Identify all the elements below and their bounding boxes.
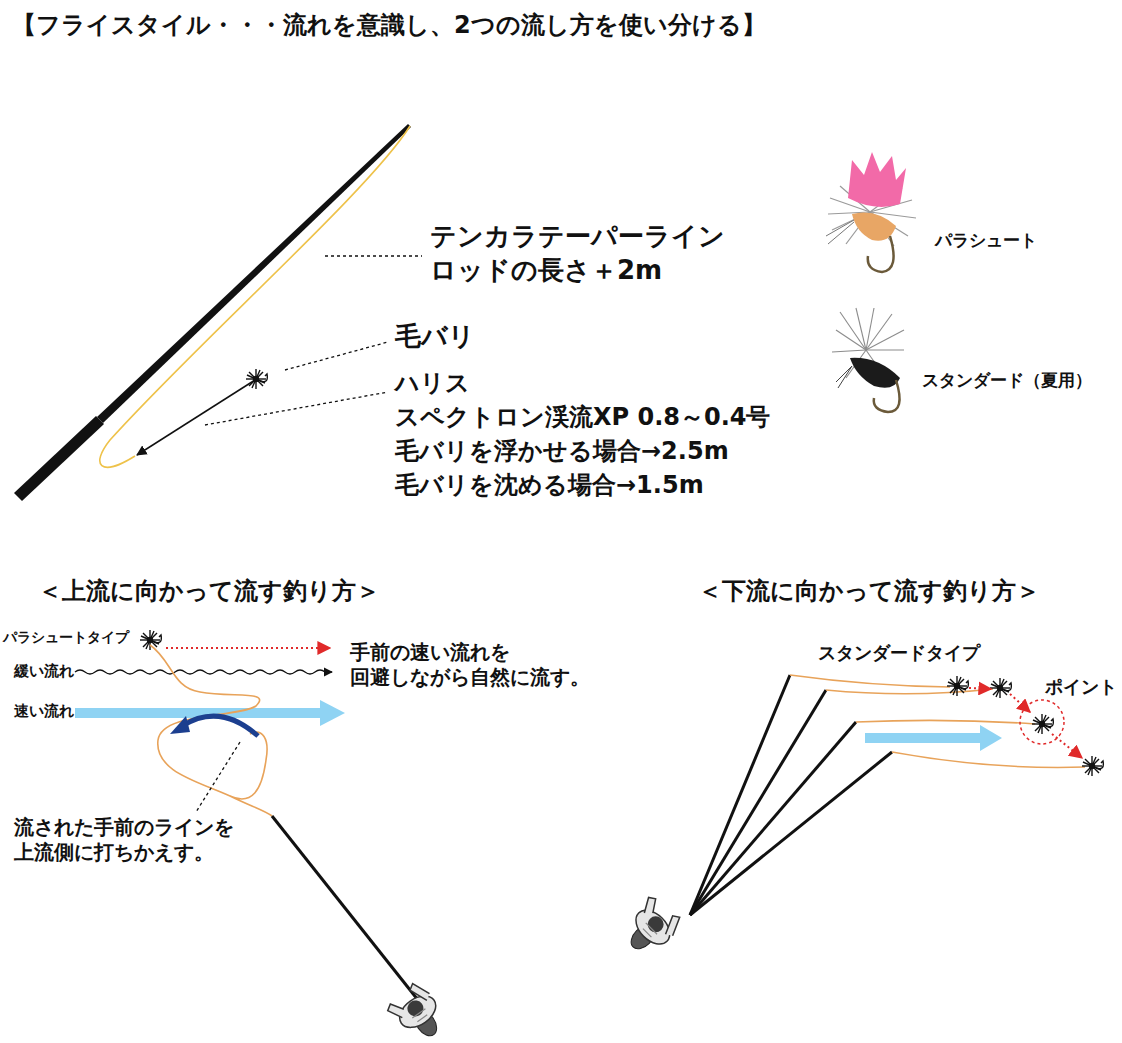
current-label: 緩い流れ [14, 662, 74, 681]
rod [272, 816, 418, 1000]
point-circle [1020, 700, 1064, 744]
rod-handle [14, 416, 104, 501]
current-label: 速い流れ [14, 702, 74, 721]
fly-line [150, 645, 272, 816]
fly-name: パラシュート [935, 230, 1037, 251]
callout-text: スペクトロン渓流XP 0.8～0.4号 [395, 402, 770, 432]
callout-text: 毛バリを浮かせる場合→2.5m [395, 436, 729, 466]
leader-line [196, 742, 240, 812]
fast-current-arrow [75, 700, 345, 726]
leader-line [205, 392, 388, 425]
angler-figure [383, 979, 450, 1043]
parachute-fly [826, 152, 916, 272]
fly-line [790, 675, 1085, 767]
fly-icon [246, 369, 267, 389]
rod-fan [690, 675, 892, 915]
callout-text: ハリス [395, 368, 470, 398]
rod [97, 124, 411, 423]
tippet-line [137, 380, 255, 455]
slow-current-arrow [75, 670, 332, 674]
note-text: 手前の速い流れを 回避しながら自然に流す。 [350, 640, 590, 690]
fly-icon [1032, 714, 1053, 734]
standard-fly [832, 308, 904, 412]
fly-type-label: パラシュートタイプ [3, 629, 129, 647]
drift-arrow [969, 688, 1082, 758]
fly-name: スタンダード（夏用） [922, 370, 1092, 391]
callout-text: 毛バリ [395, 320, 475, 353]
fly-icon [140, 630, 161, 650]
fly-type-label: スタンダードタイプ [818, 642, 980, 665]
section-heading: ＜上流に向かって流す釣り方＞ [38, 576, 380, 606]
drift-arrow [166, 647, 330, 649]
note-text: 流された手前のラインを 上流側に打ちかえす。 [14, 815, 234, 865]
title: 【フライスタイル・・・流れを意識し、2つの流し方を使い分ける】 [12, 10, 766, 40]
callout-text: 毛バリを沈める場合→1.5m [395, 470, 704, 500]
taper-line [100, 126, 410, 467]
leader-line [325, 255, 422, 256]
point-label: ポイント [1045, 676, 1117, 699]
current-arrow [865, 725, 1002, 751]
fly-icon [1082, 756, 1103, 776]
angler-figure [616, 892, 685, 961]
mend-arrow [170, 716, 258, 736]
section-heading: ＜下流に向かって流す釣り方＞ [698, 576, 1040, 606]
fly-icon [947, 676, 968, 696]
callout-text: テンカラテーパーライン [430, 220, 725, 253]
leader-line [285, 342, 388, 370]
fly-icon [990, 678, 1011, 698]
callout-text: ロッドの長さ＋2m [430, 254, 662, 287]
